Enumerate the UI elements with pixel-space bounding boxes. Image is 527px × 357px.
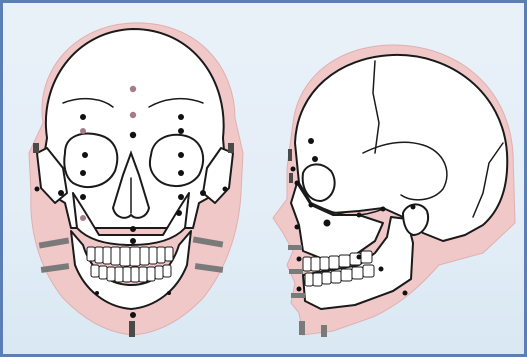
frontal-lower-teeth xyxy=(91,265,171,282)
lateral-mastoid xyxy=(403,204,428,235)
lateral-orbit xyxy=(303,164,335,201)
frontal-left-orbit xyxy=(64,134,117,187)
skull-illustration xyxy=(3,3,527,357)
lateral-view xyxy=(273,45,515,337)
frontal-right-orbit xyxy=(150,135,203,186)
frontal-view xyxy=(29,23,243,337)
frontal-upper-teeth xyxy=(87,247,173,266)
